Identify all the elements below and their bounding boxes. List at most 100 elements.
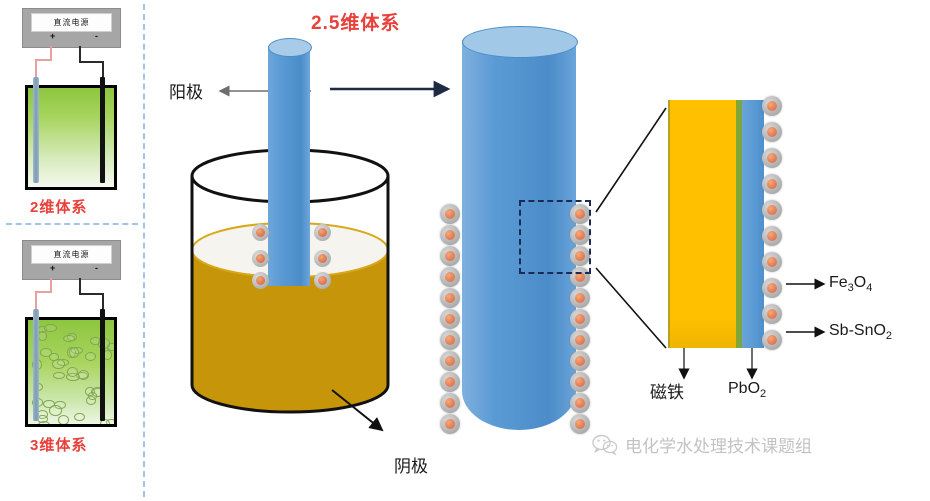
system-label-2d: 2维体系 <box>30 199 88 216</box>
magnet-bead <box>570 414 590 434</box>
power-supply-2d: 直流电源 + - <box>22 8 121 48</box>
wire-negative-2d-h <box>79 61 104 63</box>
magnet-bead <box>570 225 590 245</box>
particle <box>38 421 51 424</box>
magnify-leader-lines <box>595 107 667 349</box>
particle <box>87 392 97 400</box>
callout-label-sb-sno2: Sb-SnO2 <box>829 322 893 343</box>
power-supply-display-2d: 直流电源 <box>31 13 112 32</box>
magnet-bead <box>440 330 460 350</box>
wire-negative-3d <box>79 278 81 294</box>
magnet-bead <box>314 272 331 289</box>
two-d-system-group: 直流电源 + - 2维体系 <box>0 0 143 222</box>
particle <box>67 367 79 378</box>
particle <box>49 405 62 416</box>
wire-positive-3d-down <box>35 291 37 313</box>
magnet-bead <box>440 225 460 245</box>
particle <box>63 334 76 343</box>
magnified-electrode-cylinder-top <box>462 26 578 58</box>
wire-positive-3d-h <box>35 291 52 293</box>
layer-label-leaders <box>678 348 758 380</box>
three-d-system-group: 直流电源 + - 3维体系 <box>0 228 143 501</box>
callout-arrows <box>786 278 826 338</box>
magnet-bead <box>440 351 460 371</box>
magnet-bead <box>252 250 269 267</box>
page-title: 2.5维体系 <box>311 13 401 34</box>
magnet-bead <box>440 246 460 266</box>
wire-positive-2d <box>50 46 52 60</box>
terminal-negative-3d: - <box>95 263 98 273</box>
magnet-bead <box>762 200 782 220</box>
terminal-negative-2d: - <box>95 31 98 41</box>
cathode-electrode-3d <box>100 309 105 421</box>
layer-pbo2 <box>736 100 742 348</box>
particle-bed <box>28 320 114 424</box>
magnet-bead <box>440 204 460 224</box>
magnet-bead <box>314 250 331 267</box>
particle <box>77 369 90 381</box>
wechat-icon <box>592 434 618 456</box>
anode-electrode-2d <box>33 77 39 183</box>
wire-positive-3d <box>50 278 52 292</box>
magnet-bead <box>440 288 460 308</box>
anode-rod-center <box>268 46 310 286</box>
wire-positive-2d-h <box>35 59 52 61</box>
magnet-bead <box>762 330 782 350</box>
cathode-electrode-2d <box>100 77 105 183</box>
zoom-region-box <box>519 200 591 274</box>
power-supply-3d: 直流电源 + - <box>22 240 121 280</box>
power-supply-label-2d: 直流电源 <box>53 17 90 27</box>
panel-divider-vertical <box>143 4 145 497</box>
cathode-label: 阴极 <box>394 457 428 476</box>
magnet-bead <box>762 174 782 194</box>
particle <box>40 347 52 358</box>
layer-label-pbo2: PbO2 <box>728 380 767 401</box>
particle <box>58 415 70 424</box>
magnet-bead <box>762 122 782 142</box>
anode-rod-center-top <box>268 38 312 57</box>
anode-electrode-3d <box>33 309 39 421</box>
particle <box>68 347 79 358</box>
wire-negative-2d <box>79 46 81 62</box>
beaker-3d <box>25 317 117 427</box>
watermark-text: 电化学水处理技术课题组 <box>625 437 812 456</box>
magnet-bead <box>440 393 460 413</box>
layer-magnet <box>668 100 738 348</box>
particle <box>84 351 96 361</box>
power-supply-label-3d: 直流电源 <box>53 249 90 259</box>
magnet-bead <box>762 148 782 168</box>
cathode-pointer-arrow <box>331 389 384 432</box>
wire-negative-3d-down <box>102 293 104 313</box>
layer-label-magnet: 磁铁 <box>650 383 684 402</box>
magnet-bead <box>762 226 782 246</box>
power-supply-display-3d: 直流电源 <box>31 245 112 264</box>
magnet-bead <box>440 372 460 392</box>
layer-coating <box>742 100 764 348</box>
magnet-bead <box>570 372 590 392</box>
magnet-bead <box>440 309 460 329</box>
particle <box>44 324 58 332</box>
anode-label: 阳极 <box>169 83 203 102</box>
terminal-positive-2d: + <box>50 31 56 41</box>
transfer-arrow <box>330 80 451 98</box>
magnet-bead <box>570 330 590 350</box>
bead-column-left <box>440 204 464 434</box>
particle <box>43 399 56 409</box>
magnet-bead <box>252 272 269 289</box>
wire-positive-2d-down <box>35 59 37 79</box>
magnet-bead <box>762 96 782 116</box>
magnet-bead <box>314 224 331 241</box>
magnet-bead <box>252 224 269 241</box>
terminal-positive-3d: + <box>50 263 56 273</box>
magnet-bead <box>440 267 460 287</box>
particle <box>74 412 86 422</box>
magnet-bead <box>762 278 782 298</box>
wire-negative-3d-h <box>79 293 104 295</box>
bead-column-magnified <box>762 96 788 352</box>
wire-negative-2d-down <box>102 61 104 79</box>
magnet-bead <box>762 252 782 272</box>
magnet-bead <box>570 246 590 266</box>
callout-label-fe3o4: Fe3O4 <box>829 274 873 295</box>
magnet-bead <box>762 304 782 324</box>
watermark: 电化学水处理技术课题组 <box>592 432 812 457</box>
